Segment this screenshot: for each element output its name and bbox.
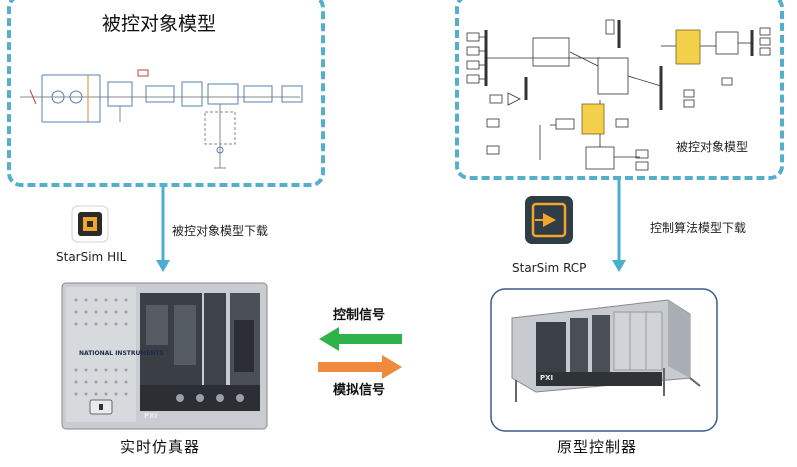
control-signal-arrow xyxy=(319,327,402,351)
realtime-simulator-caption: 实时仿真器 xyxy=(120,438,201,456)
download-arrow-left xyxy=(156,187,170,272)
left-plant-model-title: 被控对象模型 xyxy=(102,13,217,35)
hil-label: StarSim HIL xyxy=(56,250,127,264)
ni-brand-label: NATIONAL INSTRUMENTS xyxy=(79,350,164,357)
left-schematic xyxy=(20,69,303,169)
analog-signal-arrow xyxy=(318,355,402,379)
yellow-regulator-block xyxy=(675,29,701,65)
hil-chip-icon xyxy=(71,205,109,243)
realtime-simulator-chassis xyxy=(61,282,268,430)
pxi-label-left: PXI xyxy=(144,412,158,420)
prototype-controller-chassis xyxy=(511,299,701,402)
analog-signal-label: 模拟信号 xyxy=(333,383,386,398)
prototype-controller-caption: 原型控制器 xyxy=(557,438,638,456)
rcp-label: StarSim RCP xyxy=(512,261,587,275)
rcp-controller-icon xyxy=(525,196,573,244)
right-plant-model-label: 被控对象模型 xyxy=(676,140,749,154)
control-signal-label: 控制信号 xyxy=(333,308,386,323)
pxi-label-right: PXI xyxy=(540,374,554,382)
right-block-diagram xyxy=(466,19,771,171)
download-plant-model-label: 被控对象模型下载 xyxy=(172,224,269,238)
download-arrow-right xyxy=(612,180,626,272)
yellow-regulator-block-2 xyxy=(581,103,605,135)
download-control-model-label: 控制算法模型下载 xyxy=(650,221,747,235)
